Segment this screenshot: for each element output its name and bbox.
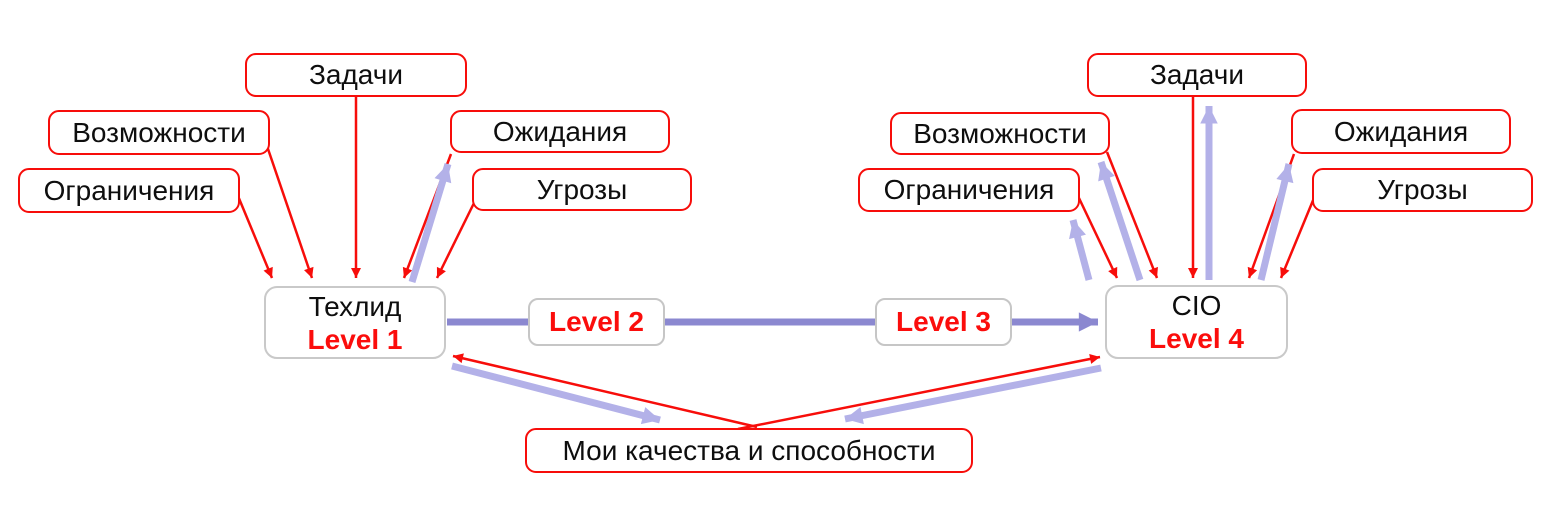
qualities-to-right-node-arrow: [737, 354, 1101, 431]
cio-node: CIO Level 4: [1105, 285, 1288, 359]
right-limitations-to-node-arrow: [1076, 195, 1119, 279]
techlead-node-title: Техлид: [308, 290, 402, 322]
left-node-to-expectations-arrow: [408, 162, 452, 284]
right-threats-box: Угрозы: [1312, 168, 1533, 212]
level2-badge: Level 2: [528, 298, 665, 346]
left-threats-box: Угрозы: [472, 168, 692, 211]
right-node-to-opportunities-arrow: [1097, 160, 1144, 282]
qualities-to-left-node-arrow: [452, 353, 758, 429]
right-expectations-box: Ожидания: [1291, 109, 1511, 154]
right-node-to-limitations-arrow: [1069, 219, 1093, 281]
right-node-to-qualities-arrow: [844, 364, 1102, 425]
qualities-box: Мои качества и способности: [525, 428, 973, 473]
cio-node-level: Level 4: [1149, 323, 1244, 354]
right-limitations-box: Ограничения: [858, 168, 1080, 212]
techlead-node: Техлид Level 1: [264, 286, 446, 359]
right-opportunities-to-node-arrow: [1105, 151, 1159, 279]
right-tasks-box: Задачи: [1087, 53, 1307, 97]
right-opportunities-box: Возможности: [890, 112, 1110, 155]
left-opportunities-to-node-arrow: [265, 145, 314, 279]
left-node-to-qualities-arrow: [451, 362, 661, 425]
techlead-node-level: Level 1: [307, 323, 403, 355]
left-expectations-box: Ожидания: [450, 110, 670, 153]
left-tasks-box: Задачи: [245, 53, 467, 97]
left-opportunities-box: Возможности: [48, 110, 270, 155]
left-limitations-to-node-arrow: [236, 195, 274, 279]
left-limitations-box: Ограничения: [18, 168, 240, 213]
right-node-to-expectations-arrow: [1257, 163, 1294, 281]
cio-node-title: CIO: [1171, 290, 1222, 321]
left-threats-to-node-arrow: [435, 202, 476, 279]
level3-badge: Level 3: [875, 298, 1012, 346]
right-threats-to-node-arrow: [1279, 197, 1316, 279]
